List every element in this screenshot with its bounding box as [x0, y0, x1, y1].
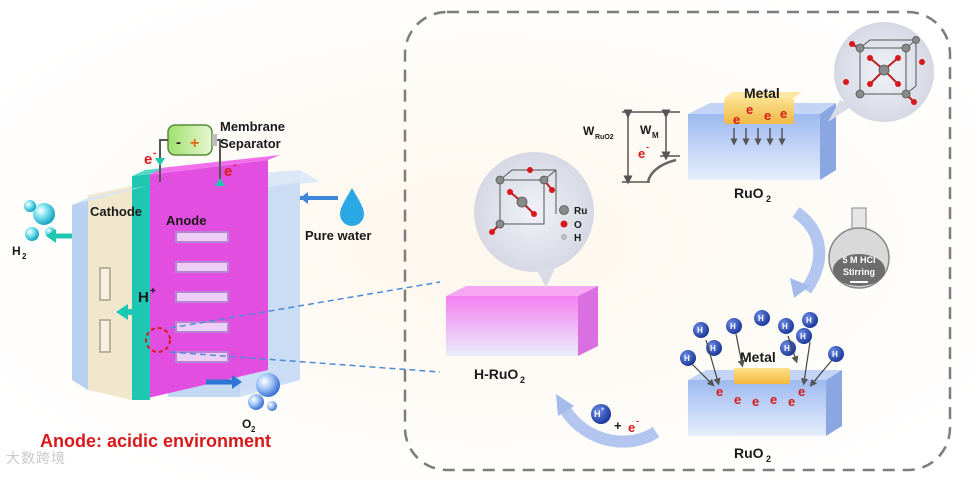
hplus-ion-label: H	[758, 314, 764, 323]
ruo2-bottom-sub: 2	[766, 454, 771, 464]
metal-top	[724, 98, 794, 124]
electron-mark: e	[764, 108, 771, 123]
metal-bottom-label: Metal	[740, 349, 776, 365]
legend-ru: Ru	[574, 206, 587, 217]
w-ruo2-label: W	[583, 124, 595, 138]
flask-line2: Stirring	[843, 267, 875, 277]
hplus-ion	[680, 350, 696, 366]
hplus-ion	[693, 322, 709, 338]
ruo2-top-sub: 2	[766, 194, 771, 204]
watermark: 大数跨境	[6, 451, 66, 467]
plus-sign: +	[614, 418, 622, 433]
membrane	[132, 174, 150, 400]
hplus-ion	[828, 346, 844, 362]
anode-label: Anode	[166, 213, 206, 228]
electron-mark: e	[746, 102, 753, 117]
electron-mark: e	[752, 394, 759, 409]
electron-mark: e	[780, 106, 787, 121]
focus-circle	[145, 327, 171, 353]
hplus-ion-label: H	[832, 350, 838, 359]
h-ruo2-crystal-bubble: Ru O H	[474, 152, 594, 288]
hplus-ion-label: H	[784, 344, 790, 353]
hplus-ion-label: H	[697, 326, 703, 335]
hplus-ion-label: H	[806, 316, 812, 325]
h-ruo2-block: H-RuO 2	[446, 286, 598, 385]
e-bottom-sup: -	[636, 416, 639, 426]
electron-right-sup: -	[233, 160, 236, 171]
flask-icon: 5 M HCl Stirring	[828, 207, 890, 289]
electron-right: e	[224, 163, 232, 180]
hplus-ion-label: H	[710, 344, 716, 353]
hplus-ion-label: H	[782, 322, 788, 331]
hplus-ion	[796, 328, 812, 344]
battery-plus: +	[190, 135, 199, 152]
cathode-label: Cathode	[90, 204, 142, 219]
hplus-ion	[778, 318, 794, 334]
hplus-bottom-label: H	[594, 409, 601, 419]
e-wf-label: e	[638, 146, 645, 161]
electron-left-sup: -	[153, 148, 156, 159]
hplus-ion	[780, 340, 796, 356]
ruo2-crystal-bubble	[828, 22, 934, 122]
water-drop-icon	[340, 188, 364, 226]
electron-mark: e	[734, 392, 741, 407]
o2-sub: 2	[251, 425, 256, 434]
electron-mark: e	[770, 392, 777, 407]
w-ruo2-sub: RuO2	[595, 134, 614, 141]
legend-o: O	[574, 220, 582, 231]
hplus-ion	[726, 318, 742, 334]
membrane-label-line1: Membrane	[220, 119, 285, 134]
battery-minus: -	[176, 134, 181, 151]
h-ruo2-sub: 2	[520, 375, 525, 385]
anode-plate	[148, 160, 268, 398]
ruo2-top-label: RuO	[734, 185, 764, 201]
o2-label: O	[242, 417, 251, 431]
hplus-ion-label: H	[730, 322, 736, 331]
w-m-sub: M	[652, 131, 659, 140]
electron-mark: e	[798, 384, 805, 399]
electron-mark: e	[716, 384, 723, 399]
electrolyzer: Cathode Anode - + e - e - Membrane Separ…	[12, 119, 441, 451]
h-ruo2-label: H-RuO	[474, 366, 518, 382]
ruo2-metal-top: Metal e e e e RuO 2	[688, 85, 836, 204]
metal-bottom	[734, 368, 790, 384]
hplus-left-label: H	[138, 289, 149, 306]
work-function-diagram	[622, 109, 680, 185]
w-m-label: W	[640, 123, 652, 137]
hplus-ion	[802, 312, 818, 328]
hplus-left-sup: +	[150, 286, 156, 297]
battery: - +	[167, 124, 217, 156]
hplus-ion	[754, 310, 770, 326]
electron-mark: e	[733, 112, 740, 127]
h2-sub: 2	[22, 252, 27, 261]
hplus-ion-label: H	[800, 332, 806, 341]
membrane-label-line2: Separator	[220, 136, 281, 151]
pure-water-label: Pure water	[305, 228, 371, 243]
o2-bubbles	[248, 373, 280, 411]
mechanism-panel	[403, 10, 952, 472]
flask-line1: 5 M HCl	[842, 255, 875, 265]
anode-caption: Anode: acidic environment	[40, 431, 271, 451]
h2-bubbles	[24, 200, 55, 241]
ruo2-metal-bottom: Metal e e e e e e RuO 2	[688, 349, 842, 464]
e-bottom-label: e	[628, 420, 635, 435]
h2-label: H	[12, 244, 21, 258]
ruo2-bottom-label: RuO	[734, 445, 764, 461]
hplus-ion-label: H	[684, 354, 690, 363]
metal-top-label: Metal	[744, 85, 780, 101]
legend-h: H	[574, 233, 581, 244]
e-wf-sup: -	[646, 142, 649, 152]
electron-left: e	[144, 151, 152, 168]
hplus-bottom-sup: +	[601, 407, 605, 413]
electron-mark: e	[788, 394, 795, 409]
